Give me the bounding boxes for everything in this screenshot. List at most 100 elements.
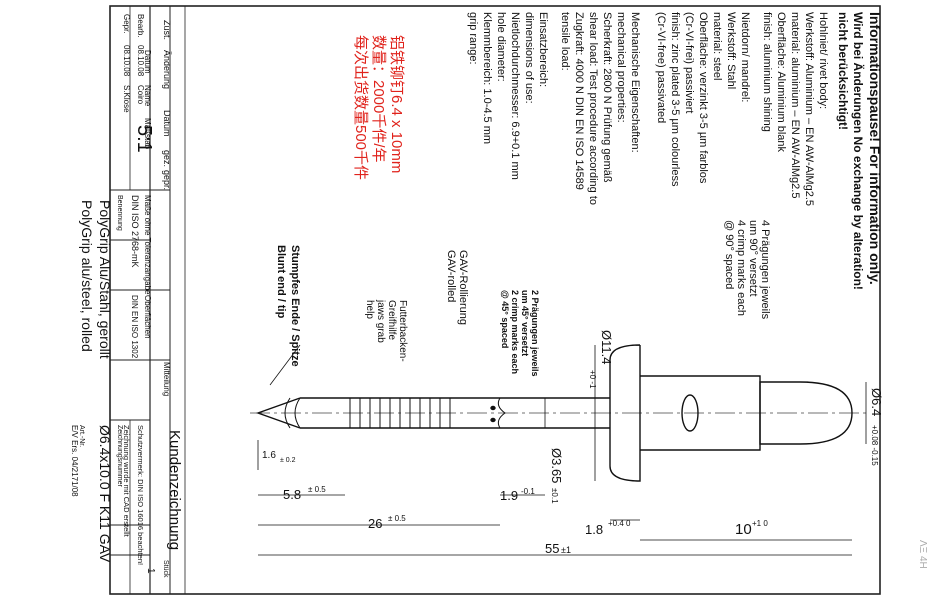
annotation-jaws: Futterbacken- — [397, 300, 408, 362]
scan-mark: ΛΞ 4H — [917, 540, 928, 569]
zeichnr-header: Zeichnungsnummer — [116, 425, 123, 488]
spec-line: hole diameter: — [495, 12, 507, 82]
spec-line: grip range: — [467, 12, 479, 65]
dim-26: 26 — [368, 516, 382, 531]
red-note-line3: 每次出货数量500千件 — [352, 35, 369, 180]
specifications: Hohlniet/ rivet body:Werkstoff: Aluminiu… — [467, 12, 829, 206]
spec-line: shear load: Test procedure according to — [587, 12, 599, 205]
dimensions — [257, 344, 867, 556]
notice-line2: Wird bei Änderungen No exchange by alter… — [851, 12, 866, 290]
annotation-crimp_mid: 2 crimp marks each — [510, 290, 520, 374]
red-note-line1: 铝铁铆钉6.4 x 10mm — [388, 35, 405, 173]
annotation-gav: GAV-rolled — [445, 250, 457, 302]
name-header: Name — [143, 85, 152, 107]
spec-line: Werkstoff: Aluminium – EN AW-AlMg2.5 — [803, 12, 815, 206]
annotation-crimp_top: @ 90° spaced — [723, 220, 735, 289]
spec-line: finish: aluminium shining — [761, 12, 773, 132]
stueck-header: Stück — [162, 560, 169, 578]
annotation-jaws: jaws grab — [375, 299, 386, 343]
spec-line: Oberfläche: verzinkt 3-5 µm farblos — [697, 12, 709, 184]
spec-line: material: aluminium – EN AW-AlMg2.5 — [789, 12, 801, 198]
rev-datum: Datum — [162, 110, 172, 137]
notice-line1: Informationspause! For information only. — [867, 12, 883, 285]
artnr-header: Art.-Nr. — [78, 425, 85, 447]
spec-line: Mechanische Eigenschaften: — [629, 12, 641, 153]
rivet-body — [640, 375, 761, 451]
crimp-mark-top — [681, 394, 699, 432]
spec-line: Scherkraft: 2800 N Prüfung gemäß — [601, 12, 613, 183]
annotation-jaws: help — [364, 300, 375, 319]
annotation-crimp_mid: um 45° versetzt — [520, 290, 530, 356]
spec-line: finish: zinc plated 3-5 µm colourless — [669, 12, 681, 187]
surface-header: Oberflächen — [143, 295, 152, 339]
bearb-date: 08.10.08 — [136, 45, 145, 77]
dim-body-len: 10 — [735, 521, 752, 538]
spec-line: Oberfläche: Aluminium blank — [775, 12, 787, 153]
dim-58-tol: ± 0.5 — [308, 485, 326, 494]
dim-head-h: 1.8 — [585, 522, 603, 537]
dimension-labels: Ø6.4 +0.08 -0.15 Ø11.4 +0 -1 Ø3.65 ±0.1 … — [262, 330, 884, 556]
rev-gepr: gepr. — [162, 170, 172, 190]
cad-note: Zeichnung wurde mit CAD erstellt — [122, 425, 131, 538]
rev-zust: Zust. — [162, 20, 172, 40]
sheet-border — [109, 5, 881, 595]
title-block: Zust. Änderung Datum gez. gepr. Datum Na… — [70, 6, 183, 594]
gepr-date: 08.10.08 — [122, 45, 131, 77]
annotation-gav: GAV-Rollierung — [457, 250, 469, 325]
annotation-jaws: Greifhilfe — [386, 300, 397, 340]
annotation-crimp_top: um 90° versetzt — [747, 220, 759, 297]
tol-general: Maße ohne Toleranzangabe — [143, 195, 152, 295]
dim-head-dia: Ø11.4 — [599, 330, 614, 364]
spec-line: mechanical properties: — [615, 12, 627, 123]
spec-line: Einsatzbereich: — [537, 12, 549, 87]
red-note-line2: 数量：2000千件/年 — [370, 35, 387, 163]
dim-16-tol: ± 0.2 — [280, 457, 296, 464]
scale-value: 5:1 — [133, 125, 155, 153]
rivet-head — [609, 344, 641, 482]
spec-line: Zugkraft: 4000 N DIN EN ISO 14589 — [573, 12, 585, 190]
dim-body-len-tol: +1 0 — [752, 519, 768, 528]
dim-head-tol: +0 -1 — [588, 370, 597, 389]
spec-line: dimensions of use: — [523, 12, 535, 104]
gepr-label: Gepr. — [122, 14, 131, 34]
spec-line: Hohlniet/ rivet body: — [817, 12, 829, 109]
stueck-value: 1 — [145, 568, 156, 574]
dim-19-tol: -0.1 — [521, 487, 535, 496]
dim-dome-tol: +0.08 -0.15 — [870, 425, 879, 466]
dim-dome-dia: Ø6.4 — [869, 388, 884, 416]
scale-header: Maßstab — [143, 118, 152, 150]
dim-head-h-tol: +0.4 0 — [608, 519, 631, 528]
dim-shank-dia: Ø3.65 — [549, 448, 564, 483]
dim-55: 55 — [545, 541, 559, 556]
dim-26-tol: ± 0.5 — [388, 514, 406, 523]
annotation-tip: Stumpfes Ende / Spitze — [289, 245, 301, 367]
ev-number: E/V Ers. 04/2171/08 — [70, 425, 79, 497]
notice-line3: nicht berücksichtigt! — [836, 12, 850, 130]
spec-line: Klemmbereich: 1.0-4.5 mm — [481, 12, 493, 144]
dim-shank-tol: ±0.1 — [550, 488, 559, 504]
tol-standard: DIN ISO 2768-mK — [130, 195, 140, 268]
spec-line: Nietlochdurchmesser: 6.9+0.1 mm — [509, 12, 521, 180]
annotation-crimp_mid: @ 45° spaced — [500, 290, 510, 348]
spec-line: Nietdorn/ mandrel: — [739, 12, 751, 103]
surface-standard: DIN EN ISO 1302 — [130, 295, 139, 359]
annotation-crimp_mid: 2 Prägungen jeweils — [530, 290, 540, 377]
datum-header: Datum — [143, 50, 152, 74]
benennung-header: Benennung — [116, 195, 123, 231]
dim-55-tol: ±1 — [561, 545, 571, 555]
annotation-tip: Blunt end / tip — [275, 245, 287, 319]
rev-gez: gez. — [162, 150, 172, 167]
notice-block: Informationspause! For information only.… — [836, 12, 883, 290]
rev-aenderung: Änderung — [162, 50, 172, 89]
red-note: 铝铁铆钉6.4 x 10mm 数量：2000千件/年 每次出货数量500千件 — [352, 35, 405, 180]
annotation-crimp_top: 4 Prägungen jeweils — [759, 220, 771, 320]
part-name-en: PolyGrip alu/steel, rolled — [79, 200, 95, 352]
mandrel-tip — [255, 397, 301, 429]
dim-16: 1.6 — [262, 450, 276, 461]
schutzvermerk: Schutzvermerk: DIN ISO 16016 beachten! — [136, 425, 145, 565]
bearb-label: Bearb. — [136, 14, 145, 38]
mitteilung: Mitteilung — [162, 362, 171, 396]
